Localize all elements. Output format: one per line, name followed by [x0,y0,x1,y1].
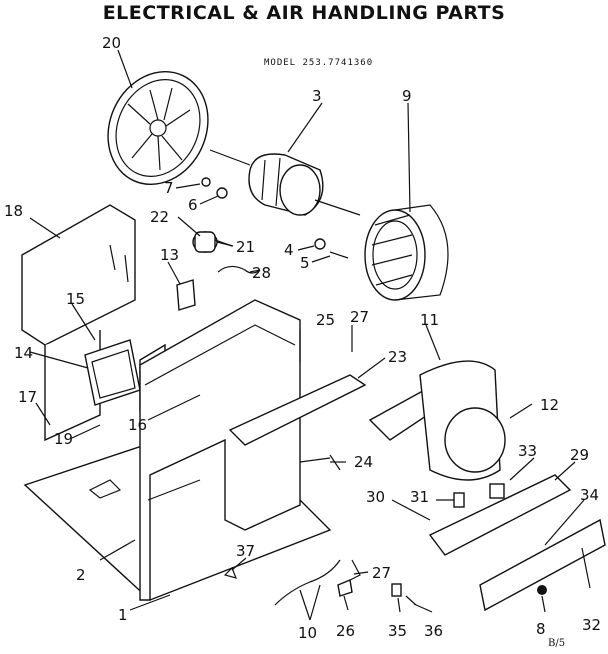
page-reference: B/5 [548,638,566,649]
label-13: 13 [160,246,179,264]
label-32: 32 [582,616,601,634]
label-22: 22 [150,208,169,226]
label-9: 9 [402,87,412,105]
scroll-housing-11 [368,360,506,481]
part-37 [223,566,238,579]
power-cord-10 [274,559,341,606]
label-6: 6 [188,196,198,214]
label-26: 26 [336,622,355,640]
label-14: 14 [14,344,33,362]
label-1: 1 [118,606,128,624]
part-27-clip [349,559,361,581]
label-27a: 27 [350,308,369,326]
label-11: 11 [420,311,439,329]
wire-28 [217,265,261,274]
model-number: MODEL 253.7741360 [264,58,374,68]
label-24: 24 [354,453,373,471]
label-7: 7 [164,179,174,197]
part-labels: 20 3 9 7 6 22 21 4 5 13 28 18 15 25 27 1… [4,34,601,642]
bracket-23 [228,374,367,446]
switch-13 [176,279,196,311]
label-23: 23 [388,348,407,366]
label-36: 36 [424,622,443,640]
part-4-nut [314,238,326,250]
label-18: 18 [4,202,23,220]
label-5: 5 [300,254,310,272]
label-8: 8 [536,620,546,638]
side-panel-18 [21,204,136,442]
label-19: 19 [54,430,73,448]
label-35: 35 [388,622,407,640]
label-12: 12 [540,396,559,414]
label-16: 16 [128,416,147,434]
label-17: 17 [18,388,37,406]
label-10: 10 [298,624,317,642]
motor-3 [248,153,361,216]
label-31: 31 [410,488,429,506]
panel-32 [479,518,606,612]
label-3: 3 [312,87,322,105]
blower-wheel-20 [107,70,209,186]
label-28: 28 [252,264,271,282]
part-26 [337,579,353,597]
part-31 [453,492,465,508]
label-37: 37 [236,542,255,560]
label-33: 33 [518,442,537,460]
label-29: 29 [570,446,589,464]
label-20: 20 [102,34,121,52]
label-21: 21 [236,238,255,256]
label-34: 34 [580,486,599,504]
part-6-washer [216,187,228,199]
part-33 [489,483,505,499]
label-30: 30 [366,488,385,506]
blower-wheel-9 [364,204,449,301]
label-4: 4 [284,241,294,259]
page-title: ELECTRICAL & AIR HANDLING PARTS [102,2,506,24]
label-25: 25 [316,311,335,329]
panel-29 [428,474,572,556]
chassis [23,299,332,601]
part-8-knob [537,585,547,595]
label-15: 15 [66,290,85,308]
label-2: 2 [76,566,86,584]
part-7-nut [201,177,211,187]
leader-lines [29,49,591,621]
label-27b: 27 [372,564,391,582]
part-35 [391,583,402,597]
